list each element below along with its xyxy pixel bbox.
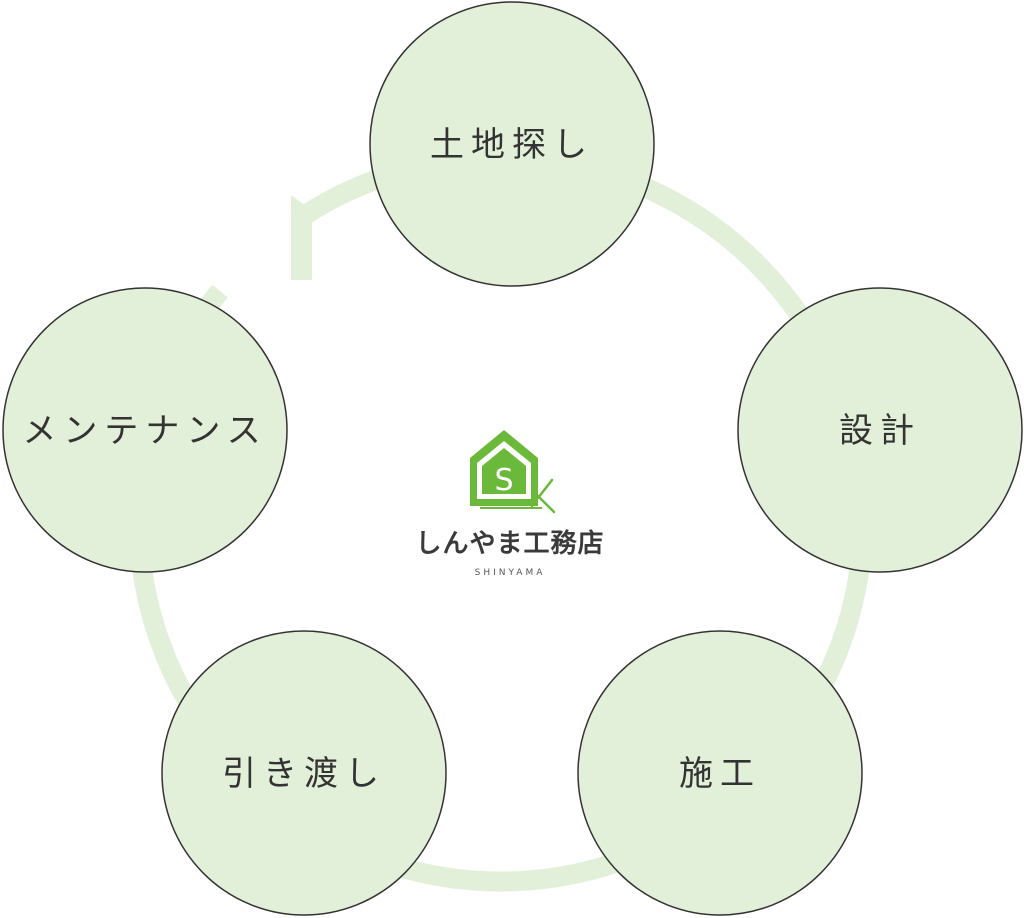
step-design: 設計 [737, 287, 1023, 573]
step-handover: 引き渡し [161, 630, 447, 916]
cycle-arrow-icon [291, 195, 312, 280]
step-construction: 施工 [577, 630, 863, 916]
company-name: しんやま工務店 [415, 529, 604, 559]
company-logo: S しんやま工務店 SHINYAMA [415, 430, 604, 578]
step-label: 設計 [839, 411, 921, 451]
step-label: メンテナンス [22, 411, 267, 451]
house-logo-icon: S [470, 430, 556, 514]
step-land: 土地探し [369, 1, 655, 287]
step-label: 土地探し [430, 125, 594, 165]
step-circle [737, 287, 1023, 573]
step-label: 引き渡し [222, 754, 386, 794]
step-circle [2, 287, 288, 573]
step-circle [369, 1, 655, 287]
step-label: 施工 [679, 754, 761, 794]
step-maintenance: メンテナンス [2, 287, 288, 573]
logo-mark-letter: S [494, 463, 513, 498]
step-circle [161, 630, 447, 916]
company-romaji: SHINYAMA [475, 568, 546, 578]
step-circle [577, 630, 863, 916]
